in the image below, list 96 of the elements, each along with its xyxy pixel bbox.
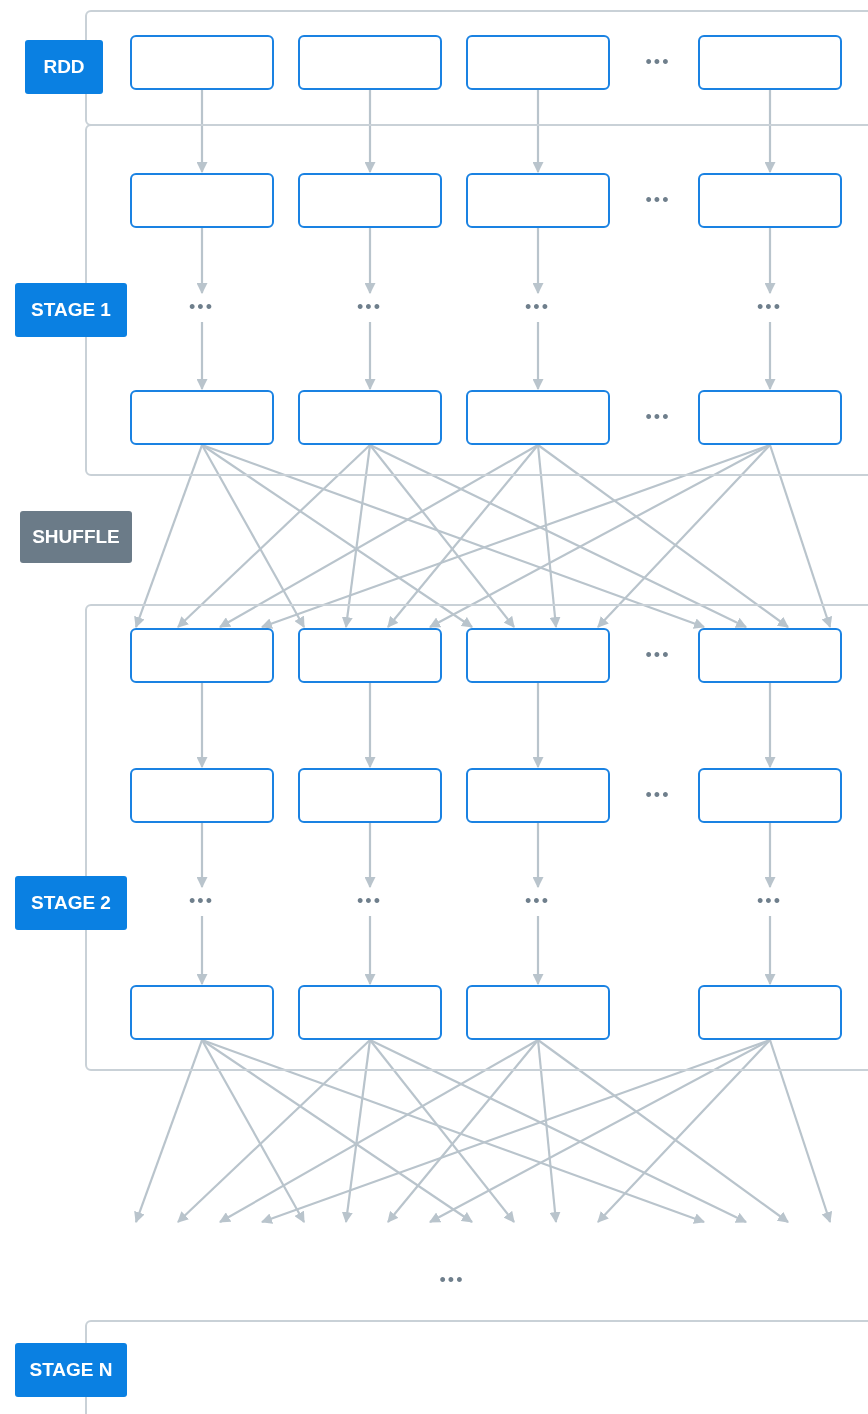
ellipsis: ••• — [507, 887, 568, 916]
arrow — [597, 1039, 771, 1223]
stage-tag: STAGE 2 — [15, 876, 127, 930]
arrow — [201, 1039, 305, 1223]
partition-box — [697, 172, 842, 228]
arrow — [387, 444, 539, 628]
arrow — [196, 322, 208, 391]
arrow — [364, 228, 376, 295]
arrow — [532, 90, 544, 174]
arrow — [364, 683, 376, 769]
partition-box — [465, 984, 610, 1040]
arrow — [369, 1039, 747, 1223]
arrow — [341, 1039, 372, 1224]
ellipsis: ••• — [339, 293, 400, 322]
ellipsis: ••• — [171, 887, 232, 916]
arrow — [764, 228, 776, 295]
ellipsis: ••• — [171, 293, 232, 322]
partition-box — [129, 172, 274, 228]
arrow — [201, 444, 305, 628]
partition-box — [129, 34, 274, 90]
arrow — [764, 90, 776, 174]
arrow — [219, 1039, 539, 1223]
partition-box — [465, 172, 610, 228]
ellipsis: ••• — [645, 189, 671, 211]
arrow — [764, 823, 776, 889]
arrow — [537, 444, 789, 628]
partition-box — [297, 767, 442, 823]
arrow — [537, 1039, 789, 1223]
arrow — [201, 1039, 473, 1223]
partition-box — [697, 34, 842, 90]
partition-box — [129, 389, 274, 445]
partition-box — [697, 627, 842, 683]
arrow — [364, 823, 376, 889]
partition-box — [697, 767, 842, 823]
arrow — [201, 443, 706, 629]
arrow — [768, 1039, 833, 1224]
arrow — [532, 322, 544, 391]
partition-box — [465, 389, 610, 445]
ellipsis: ••• — [645, 784, 671, 806]
arrow — [532, 823, 544, 889]
arrow — [196, 823, 208, 889]
ellipsis: ••• — [645, 644, 671, 666]
arrow — [134, 444, 204, 629]
partition-box — [129, 984, 274, 1040]
partition-box — [129, 767, 274, 823]
arrow — [201, 1038, 706, 1224]
arrow — [364, 90, 376, 174]
arrow — [196, 228, 208, 295]
arrow — [196, 683, 208, 769]
arrow — [369, 1039, 515, 1223]
arrow — [196, 916, 208, 986]
arrow — [532, 683, 544, 769]
shuffle-tag: SHUFFLE — [20, 511, 132, 563]
stage-panel — [85, 10, 868, 126]
arrow — [219, 444, 539, 628]
arrow — [201, 444, 473, 628]
arrow — [177, 444, 371, 628]
stage-tag: STAGE 1 — [15, 283, 127, 337]
arrow — [341, 444, 372, 629]
partition-box — [129, 627, 274, 683]
arrow — [764, 683, 776, 769]
partition-box — [297, 627, 442, 683]
arrow — [536, 1039, 561, 1224]
partition-box — [697, 389, 842, 445]
partition-box — [465, 627, 610, 683]
arrow — [597, 444, 771, 628]
arrow — [764, 916, 776, 986]
arrow — [196, 90, 208, 174]
partition-box — [297, 389, 442, 445]
arrow — [768, 444, 833, 629]
arrow — [532, 916, 544, 986]
ellipsis: ••• — [645, 51, 671, 73]
arrow — [134, 1039, 204, 1224]
partition-box — [697, 984, 842, 1040]
partition-box — [297, 984, 442, 1040]
arrow — [387, 1039, 539, 1223]
partition-box — [297, 34, 442, 90]
arrow — [532, 228, 544, 295]
stage-tag: STAGE N — [15, 1343, 127, 1397]
partition-box — [465, 34, 610, 90]
arrow — [369, 444, 747, 628]
arrow — [177, 1039, 371, 1223]
partition-box — [465, 767, 610, 823]
partition-box — [297, 172, 442, 228]
arrow — [536, 444, 561, 629]
ellipsis: ••• — [739, 887, 800, 916]
arrow — [364, 322, 376, 391]
arrow — [364, 916, 376, 986]
ellipsis: ••• — [739, 293, 800, 322]
ellipsis: ••• — [339, 887, 400, 916]
arrow — [369, 444, 515, 628]
ellipsis: ••• — [439, 1269, 465, 1291]
ellipsis: ••• — [645, 406, 671, 428]
arrow — [764, 322, 776, 391]
ellipsis: ••• — [507, 293, 568, 322]
stage-tag: RDD — [25, 40, 103, 94]
